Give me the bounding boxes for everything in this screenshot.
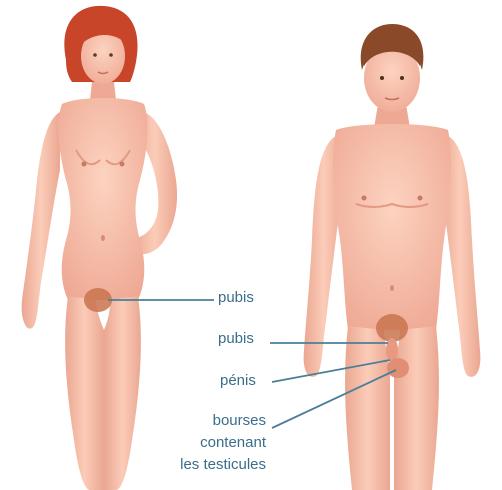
- male-nipple-right: [418, 196, 423, 201]
- female-navel: [101, 235, 105, 241]
- female-eye-left: [93, 53, 97, 57]
- female-leg-right: [104, 296, 141, 490]
- female-nipple-right: [120, 162, 125, 167]
- male-torso: [333, 124, 451, 330]
- female-leg-left: [65, 296, 104, 490]
- label-male-scrotum-line2: contenant: [180, 434, 266, 452]
- female-eye-right: [109, 53, 113, 57]
- male-scrotum: [387, 358, 409, 378]
- female-neck: [90, 82, 116, 100]
- label-male-penis: pénis: [220, 372, 256, 390]
- male-eye-left: [380, 76, 384, 80]
- male-pubic-area: [376, 314, 408, 342]
- female-torso: [59, 98, 148, 300]
- label-male-scrotum-line1: bourses: [200, 412, 266, 430]
- female-arm-left: [22, 112, 60, 329]
- male-eye-right: [400, 76, 404, 80]
- female-nipple-left: [82, 162, 87, 167]
- male-leg-left: [345, 326, 390, 490]
- male-leg-right: [394, 326, 439, 490]
- label-female-pubis: pubis: [218, 289, 254, 307]
- male-nipple-left: [362, 196, 367, 201]
- male-figure: [270, 24, 480, 490]
- female-pubic-area: [84, 288, 112, 312]
- label-male-pubis: pubis: [218, 330, 254, 348]
- female-figure: [22, 6, 214, 490]
- label-male-scrotum-line3: les testicules: [150, 456, 266, 474]
- male-navel: [390, 285, 394, 291]
